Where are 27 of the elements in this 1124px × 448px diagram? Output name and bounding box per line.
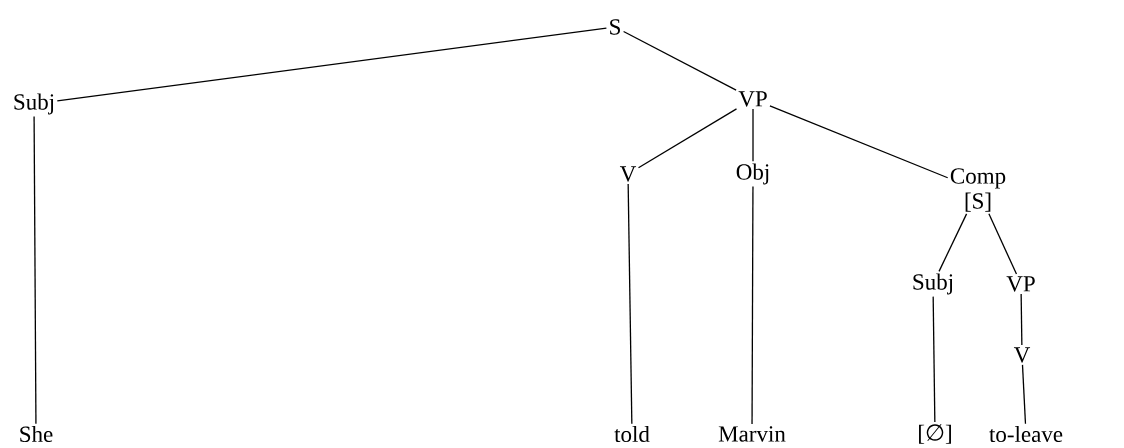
branch-line: [769, 105, 949, 179]
branch-line: [622, 30, 737, 91]
tree-node-label: S: [610, 19, 620, 35]
branch-line: [637, 108, 738, 169]
branch-line: [751, 185, 754, 425]
tree-node-label: [∅]: [919, 424, 951, 444]
branch-line: [988, 213, 1018, 275]
tree-node-label: V: [619, 166, 637, 182]
branch-line: [33, 115, 37, 425]
tree-node-label: V: [1013, 347, 1031, 363]
branch-line: [938, 213, 968, 272]
tree-node-label: told: [614, 425, 650, 443]
branch-line: [752, 108, 754, 162]
tree-node-label: Comp [S]: [950, 168, 1006, 212]
branch-line: [1020, 293, 1023, 346]
branch-line: [56, 27, 608, 102]
tree-node-label: to-leave: [989, 425, 1063, 443]
tree-node-label: VP: [738, 91, 767, 107]
tree-node-label: Subj: [14, 93, 54, 115]
branch-line: [627, 183, 633, 425]
tree-node-label: Subj: [913, 273, 953, 295]
branch-line: [1021, 364, 1027, 425]
tree-node-label: Obj: [736, 163, 769, 185]
branch-line: [932, 295, 936, 423]
tree-node-label: She: [20, 425, 53, 443]
tree-node-label: Marvin: [718, 426, 786, 442]
tree-node-label: VP: [1006, 276, 1035, 292]
